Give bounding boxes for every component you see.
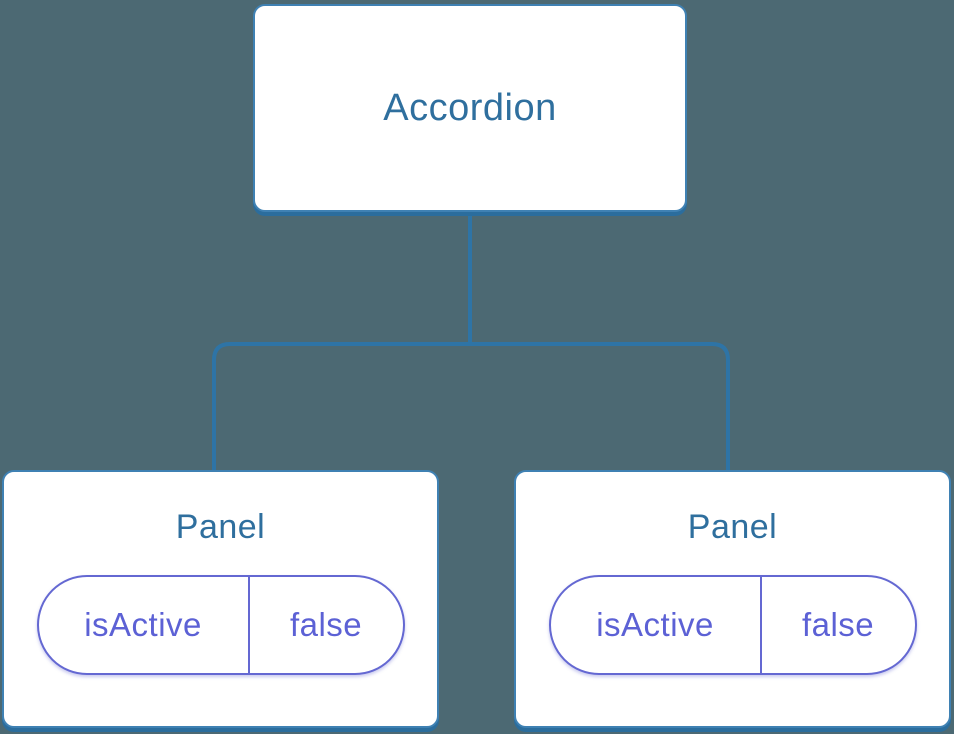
- state-pill: isActive false: [548, 575, 917, 675]
- panel-node-left: Panel isActive false: [2, 470, 439, 728]
- panel-node-right: Panel isActive false: [514, 470, 951, 728]
- state-key: isActive: [551, 577, 762, 673]
- accordion-node: Accordion: [253, 4, 687, 212]
- accordion-node-label: Accordion: [383, 86, 557, 129]
- connector-bracket-line: [212, 342, 730, 470]
- state-value: false: [801, 606, 875, 643]
- state-pill: isActive false: [36, 575, 405, 675]
- state-key: isActive: [39, 577, 250, 673]
- state-value: false: [289, 606, 363, 643]
- panel-node-label: Panel: [175, 508, 266, 546]
- panel-node-label: Panel: [687, 508, 778, 546]
